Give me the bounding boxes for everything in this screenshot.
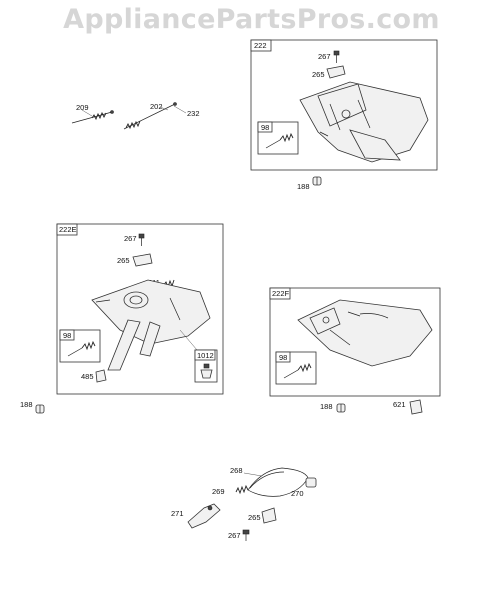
panel-222F: 222F 98 bbox=[269, 287, 441, 397]
inset-98-mid: 98 bbox=[59, 329, 101, 363]
clip-265-c[interactable]: 265 bbox=[248, 507, 277, 524]
label-188-c: 188 bbox=[320, 402, 333, 411]
label-188-b: 188 bbox=[20, 400, 33, 409]
spring-98-mid[interactable] bbox=[67, 340, 96, 357]
bolt-267[interactable]: 267 bbox=[318, 50, 340, 63]
label-485: 485 bbox=[81, 372, 94, 381]
label-269: 269 bbox=[212, 487, 225, 496]
label-268: 268 bbox=[230, 466, 243, 475]
control-bracket-assembly[interactable] bbox=[299, 81, 429, 163]
label-202: 202 bbox=[150, 102, 163, 111]
part-485[interactable]: 485 bbox=[81, 369, 107, 383]
panel-222E: 222E 267 265 211 bbox=[56, 223, 224, 395]
inset-98-top: 98 bbox=[257, 121, 299, 155]
spring-cable-202[interactable]: 202 232 bbox=[123, 102, 200, 130]
control-bracket-assembly-c[interactable] bbox=[297, 299, 433, 367]
inset-98-right: 98 bbox=[275, 351, 317, 385]
nut-188-c[interactable]: 188 bbox=[320, 402, 346, 413]
clip-265-b[interactable]: 265 bbox=[117, 253, 153, 267]
label-271: 271 bbox=[171, 509, 184, 518]
fastener-1012[interactable] bbox=[200, 363, 213, 379]
panel-222: 222 267 265 98 bbox=[250, 39, 438, 171]
label-621: 621 bbox=[393, 400, 406, 409]
spring-98[interactable] bbox=[265, 132, 294, 149]
label-265-top: 265 bbox=[312, 70, 325, 79]
inset-tag-98-top: 98 bbox=[261, 123, 269, 132]
label-267-bottom: 267 bbox=[228, 531, 241, 540]
bolt-267-c[interactable]: 267 bbox=[228, 529, 250, 541]
label-267-top: 267 bbox=[318, 52, 331, 61]
clip-265[interactable]: 265 bbox=[312, 65, 346, 79]
inset-tag-98-mid: 98 bbox=[63, 331, 71, 340]
spring-98-right[interactable] bbox=[283, 362, 312, 379]
label-209: 209 bbox=[76, 103, 89, 112]
spring-cable-209[interactable]: 209 bbox=[71, 103, 114, 124]
control-bracket-assembly-b[interactable] bbox=[91, 279, 211, 371]
label-265-mid: 265 bbox=[117, 256, 130, 265]
part-621[interactable]: 621 bbox=[393, 399, 423, 415]
label-267-mid: 267 bbox=[124, 234, 137, 243]
inset-tag-98-right: 98 bbox=[279, 353, 287, 362]
bolt-267-b[interactable]: 267 bbox=[124, 233, 145, 246]
inset-1012: 1012 bbox=[194, 349, 218, 383]
label-265-bottom: 265 bbox=[248, 513, 261, 522]
nut-188-a[interactable]: 188 bbox=[297, 176, 322, 191]
clamp-270[interactable]: 270 bbox=[291, 477, 317, 498]
panel-tag-222: 222 bbox=[254, 41, 267, 50]
panel-tag-222F: 222F bbox=[272, 289, 290, 298]
panel-tag-222E: 222E bbox=[59, 225, 77, 234]
spring-269[interactable]: 269 bbox=[212, 484, 249, 496]
label-188-a: 188 bbox=[297, 182, 310, 191]
inset-tag-1012: 1012 bbox=[197, 351, 214, 360]
watermark: AppliancePartsPros.com bbox=[63, 4, 440, 35]
label-232: 232 bbox=[187, 109, 200, 118]
label-270: 270 bbox=[291, 489, 304, 498]
lever-271[interactable]: 271 bbox=[171, 503, 221, 529]
nut-188-b[interactable]: 188 bbox=[20, 400, 45, 414]
